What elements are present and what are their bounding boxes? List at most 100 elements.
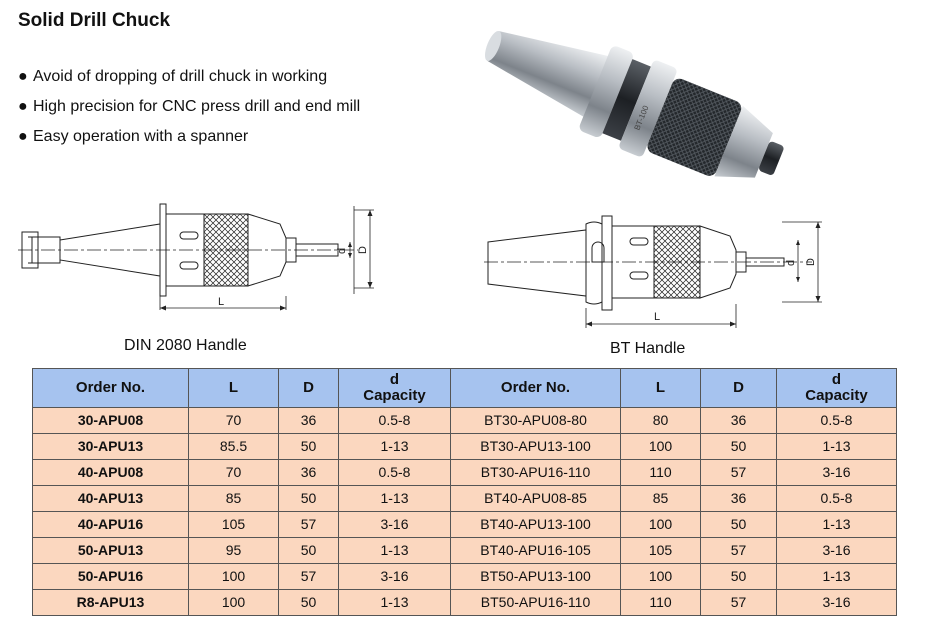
cell-order-no: 40-APU16	[32, 511, 189, 538]
din-2080-caption: DIN 2080 Handle	[124, 337, 247, 354]
cell-bt-capacity-d: 3-16	[776, 459, 897, 486]
cell-bt-order-no: BT40-APU16-105	[450, 537, 621, 564]
cell-order-no: 30-APU08	[32, 407, 189, 434]
bt-caption: BT Handle	[610, 340, 686, 357]
cell-bt-order-no: BT50-APU13-100	[450, 563, 621, 590]
cell-bt-diameter-D: 57	[700, 537, 777, 564]
cell-length-L: 85.5	[188, 433, 279, 460]
cell-bt-order-no: BT40-APU08-85	[450, 485, 621, 512]
cell-length-L: 100	[188, 563, 279, 590]
cell-bt-diameter-D: 36	[700, 407, 777, 434]
cell-bt-length-L: 110	[620, 589, 701, 616]
length-L-label: L	[218, 296, 224, 308]
cell-bt-length-L: 100	[620, 433, 701, 460]
cell-order-no: 50-APU13	[32, 537, 189, 564]
cell-diameter-D: 57	[278, 511, 339, 538]
cell-bt-length-L: 85	[620, 485, 701, 512]
cell-capacity-d: 0.5-8	[338, 407, 451, 434]
feature-item: ●Avoid of dropping of drill chuck in wor…	[18, 62, 360, 92]
cell-diameter-D: 57	[278, 563, 339, 590]
col-header-order-no: Order No.	[32, 368, 189, 408]
cell-bt-capacity-d: 0.5-8	[776, 407, 897, 434]
bullet-icon: ●	[18, 68, 28, 85]
bullet-icon: ●	[18, 128, 28, 145]
diameter-D-label: D	[357, 246, 369, 254]
cell-capacity-d: 0.5-8	[338, 459, 451, 486]
cell-order-no: 30-APU13	[32, 433, 189, 460]
drill-chuck-photo: BT-100	[484, 30, 784, 178]
cell-order-no: 40-APU13	[32, 485, 189, 512]
cell-diameter-D: 36	[278, 407, 339, 434]
col-header-D-bt: D	[700, 368, 777, 408]
length-L-label: L	[654, 311, 660, 323]
cell-length-L: 70	[188, 407, 279, 434]
cell-capacity-d: 3-16	[338, 511, 451, 538]
col-header-L: L	[188, 368, 279, 408]
cell-bt-diameter-D: 36	[700, 485, 777, 512]
cell-capacity-d: 1-13	[338, 485, 451, 512]
bullet-icon: ●	[18, 98, 28, 115]
cell-bt-order-no: BT40-APU13-100	[450, 511, 621, 538]
bt-drawing: d D L	[484, 215, 822, 328]
diameter-d-label: d	[336, 248, 348, 254]
cell-diameter-D: 36	[278, 459, 339, 486]
cell-length-L: 100	[188, 589, 279, 616]
col-header-L-bt: L	[620, 368, 701, 408]
cell-order-no: 40-APU08	[32, 459, 189, 486]
cell-bt-order-no: BT30-APU16-110	[450, 459, 621, 486]
cell-bt-diameter-D: 50	[700, 563, 777, 590]
cell-bt-diameter-D: 57	[700, 459, 777, 486]
page-title: Solid Drill Chuck	[18, 10, 171, 31]
diameter-D-label: D	[805, 258, 817, 266]
cell-bt-capacity-d: 1-13	[776, 511, 897, 538]
cell-capacity-d: 1-13	[338, 589, 451, 616]
feature-item: ●High precision for CNC press drill and …	[18, 92, 360, 122]
cell-bt-diameter-D: 50	[700, 511, 777, 538]
cell-bt-capacity-d: 1-13	[776, 563, 897, 590]
cell-bt-length-L: 100	[620, 563, 701, 590]
cell-diameter-D: 50	[278, 589, 339, 616]
cell-length-L: 70	[188, 459, 279, 486]
cell-bt-length-L: 80	[620, 407, 701, 434]
cell-bt-order-no: BT30-APU13-100	[450, 433, 621, 460]
cell-diameter-D: 50	[278, 485, 339, 512]
cell-bt-capacity-d: 3-16	[776, 589, 897, 616]
cell-capacity-d: 1-13	[338, 433, 451, 460]
din-2080-drawing: d D L	[18, 203, 374, 311]
cell-order-no: 50-APU16	[32, 563, 189, 590]
cell-order-no: R8-APU13	[32, 589, 189, 616]
cell-bt-capacity-d: 1-13	[776, 433, 897, 460]
cell-bt-capacity-d: 0.5-8	[776, 485, 897, 512]
cell-bt-length-L: 105	[620, 537, 701, 564]
diameter-d-label: d	[785, 260, 797, 266]
cell-diameter-D: 50	[278, 433, 339, 460]
cell-bt-length-L: 110	[620, 459, 701, 486]
cell-bt-capacity-d: 3-16	[776, 537, 897, 564]
feature-list: ●Avoid of dropping of drill chuck in wor…	[18, 62, 360, 152]
cell-bt-diameter-D: 50	[700, 433, 777, 460]
feature-item: ●Easy operation with a spanner	[18, 122, 360, 152]
cell-bt-length-L: 100	[620, 511, 701, 538]
cell-bt-order-no: BT30-APU08-80	[450, 407, 621, 434]
cell-capacity-d: 1-13	[338, 537, 451, 564]
cell-diameter-D: 50	[278, 537, 339, 564]
col-header-D: D	[278, 368, 339, 408]
col-header-order-no-bt: Order No.	[450, 368, 621, 408]
cell-length-L: 95	[188, 537, 279, 564]
cell-capacity-d: 3-16	[338, 563, 451, 590]
cell-length-L: 85	[188, 485, 279, 512]
cell-length-L: 105	[188, 511, 279, 538]
cell-bt-order-no: BT50-APU16-110	[450, 589, 621, 616]
